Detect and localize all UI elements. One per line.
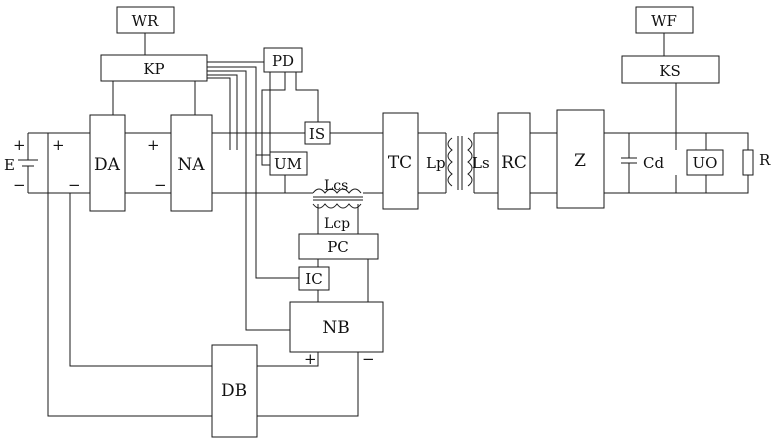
na-label: NA [177,155,205,175]
z-label: Z [574,151,586,171]
ks-label: KS [659,62,680,80]
lcp-coil [313,204,361,208]
rc-label: RC [501,153,527,173]
blocks: WR KP PD IS UM DA NA TC RC Z WF KS UO PC… [90,7,753,437]
uo-label: UO [693,154,718,172]
pd-um-wire [262,72,270,165]
battery-minus: − [13,176,26,194]
rc-z-wire [530,133,557,193]
lcp-label: Lcp [324,216,350,232]
battery-label: E [4,156,15,174]
kp-label: KP [143,60,164,78]
lcs-label: Lcs [324,178,348,194]
r-label: R [759,151,771,169]
nb-plus: + [304,350,317,368]
wr-label: WR [132,12,159,30]
pd-label: PD [272,52,294,70]
wires [28,33,748,416]
db-label: DB [221,381,247,401]
pd-um-wire-2 [270,72,285,155]
na-minus: − [154,176,167,194]
lp-label: Lp [426,154,446,172]
ic-label: IC [305,270,322,288]
da-plus: + [52,136,65,154]
um-label: UM [274,155,302,173]
ls-label: Ls [472,154,490,172]
cd-label: Cd [643,154,664,172]
tc-label: TC [388,153,412,173]
da-db-wire [70,193,212,366]
da-label: DA [94,155,121,175]
lp-coil [448,138,452,186]
da-minus: − [68,176,81,194]
r-resistor [743,150,753,175]
nb-label: NB [322,318,349,338]
na-plus: + [147,136,160,154]
wf-label: WF [651,12,677,30]
is-label: IS [309,125,325,143]
pc-label: PC [327,238,349,256]
kp-ctrl-2 [207,71,292,330]
battery-plus: + [13,136,26,154]
nb-minus: − [362,350,375,368]
pd-is-wire [296,72,318,122]
battery-symbol [18,160,38,166]
